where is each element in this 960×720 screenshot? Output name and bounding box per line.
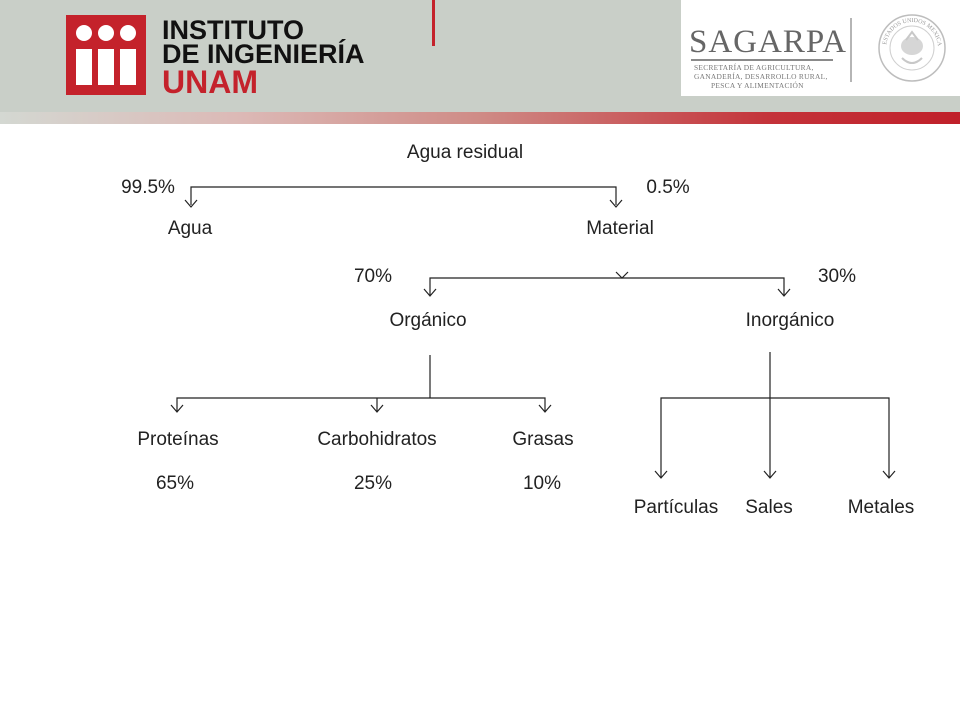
arrow-proteinas [170, 404, 184, 413]
arrow-metales [882, 470, 896, 479]
arrow-organico [423, 288, 437, 297]
arrow-material-split [615, 271, 629, 279]
node-agua: Agua [167, 218, 213, 239]
sagarpa-logo-panel: SAGARPA SECRETARÍA DE AGRICULTURA, GANAD… [681, 0, 960, 96]
arrow-sales [763, 470, 777, 479]
percent-organico: 70% [353, 266, 393, 287]
header-divider [432, 0, 435, 46]
sagarpa-title: SAGARPA [689, 24, 848, 60]
arrow-particulas [654, 470, 668, 479]
node-metales: Metales [847, 497, 915, 518]
arrow-carbohidratos [370, 404, 384, 413]
percent-carbohidratos: 25% [353, 473, 393, 494]
connector-material [429, 277, 785, 295]
node-organico: Orgánico [389, 310, 467, 331]
sagarpa-subtitle-line-2: GANADERÍA, DESARROLLO RURAL, [694, 72, 828, 81]
node-proteinas: Proteínas [137, 429, 219, 450]
arrow-material [609, 199, 623, 208]
node-grasas: Grasas [512, 429, 574, 450]
connector-root [190, 186, 617, 205]
header-gradient-strip [0, 112, 960, 124]
node-sales: Sales [745, 497, 793, 518]
arrow-grasas [538, 404, 552, 413]
percent-proteinas: 65% [155, 473, 195, 494]
node-material: Material [586, 218, 654, 239]
instituto-ingenieria-logo [66, 15, 146, 95]
node-particulas: Partículas [633, 497, 719, 518]
sagarpa-divider [850, 18, 852, 82]
institution-line-1: INSTITUTO [162, 15, 305, 45]
arrow-inorganico [777, 288, 791, 297]
national-seal-icon: ESTADOS UNIDOS MEXICANOS [876, 12, 946, 82]
percent-grasas: 10% [522, 473, 562, 494]
sagarpa-subtitle-line-3: PESCA Y ALIMENTACIÓN [711, 81, 804, 90]
percent-agua: 99.5% [121, 177, 175, 198]
node-inorganico: Inorgánico [745, 310, 835, 331]
connector-inorganico [660, 397, 890, 478]
node-agua-residual: Agua residual [406, 142, 524, 163]
percent-inorganico: 30% [817, 266, 857, 287]
institution-line-2: DE INGENIERÍA [162, 39, 365, 69]
connector-organico [176, 397, 546, 412]
institution-line-3: UNAM [162, 64, 258, 100]
sagarpa-subtitle-line-1: SECRETARÍA DE AGRICULTURA, [694, 63, 814, 72]
arrow-agua [184, 199, 198, 208]
percent-material: 0.5% [646, 177, 690, 198]
sagarpa-rule [691, 59, 833, 61]
header-banner: INSTITUTO DE INGENIERÍA UNAM SAGARPA SEC… [0, 0, 960, 112]
node-carbohidratos: Carbohidratos [317, 429, 437, 450]
